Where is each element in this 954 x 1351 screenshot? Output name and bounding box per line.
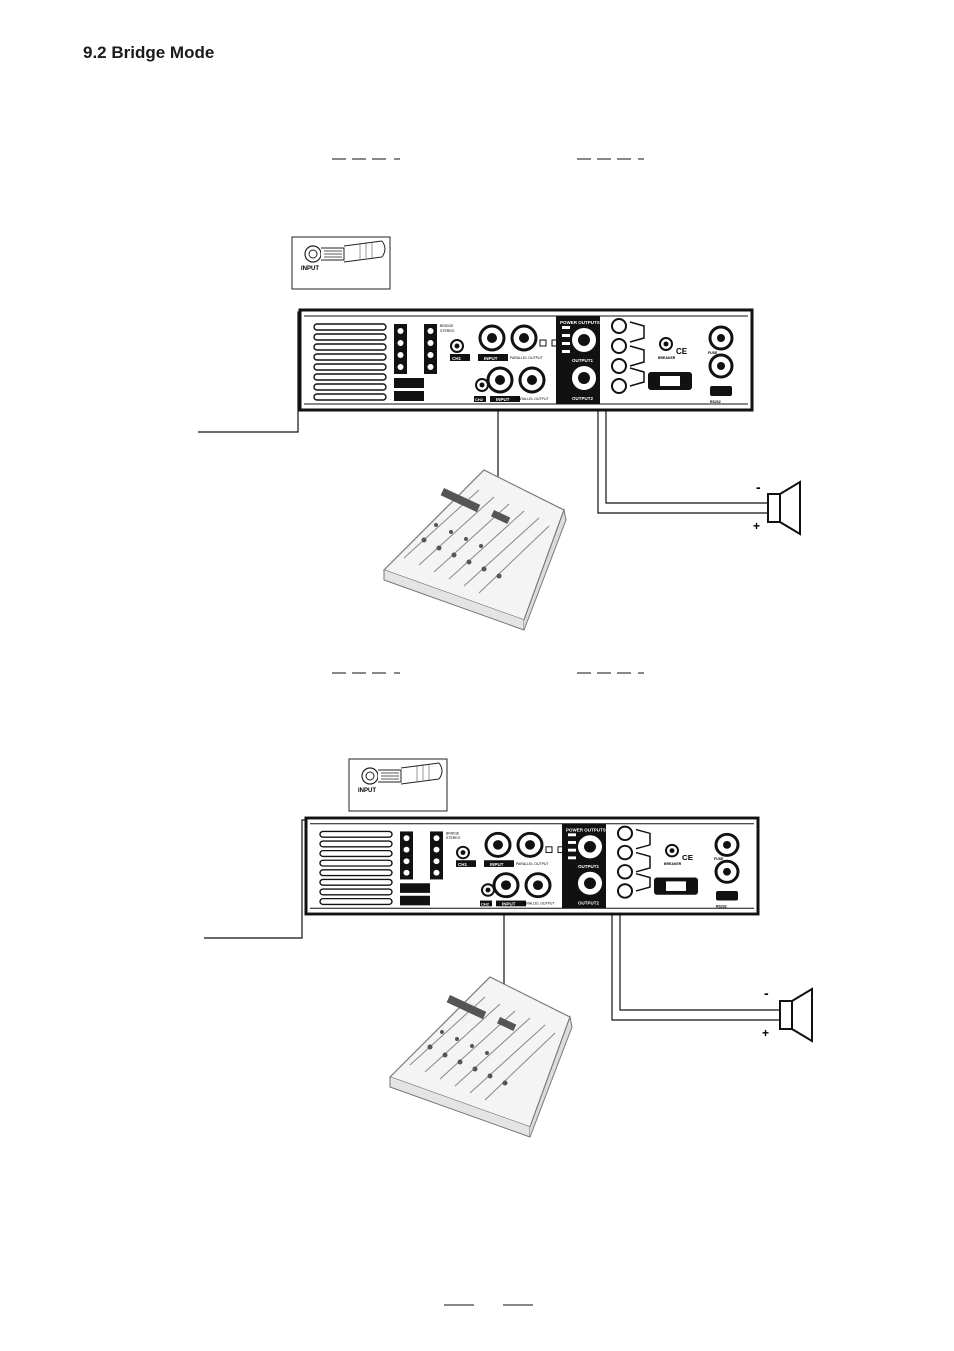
power-outputs-label-2: POWER OUTPUTS — [566, 828, 606, 833]
rs232-label: RS232 — [710, 400, 721, 404]
upper-diagram: INPUT POWER OUTPUTS OUTPUT1 OUTPUT2 INPU… — [198, 158, 801, 631]
inset-input-label-2: INPUT — [358, 788, 376, 794]
ce-mark: CE — [676, 347, 688, 356]
input-label-ch2-2: INPUT — [502, 901, 516, 906]
speaker-icon — [767, 481, 801, 535]
fuse-label: FUSE — [708, 351, 718, 355]
rs232-label-2: RS232 — [716, 904, 727, 908]
speaker-cable-d — [619, 902, 780, 1011]
ch2-label-2: CH2 — [481, 901, 490, 906]
input-label-ch1: INPUT — [484, 356, 498, 361]
mixer-console — [383, 469, 567, 631]
stereo-label: STEREO — [440, 329, 455, 333]
speaker-minus-label-2: - — [764, 985, 769, 1001]
bridge-label: BRIDGE — [440, 324, 454, 328]
fuse-label-2: FUSE — [714, 857, 724, 861]
power-outputs-label: POWER OUTPUTS — [560, 320, 600, 325]
ch2-label: CH2 — [475, 397, 484, 402]
parallel-output-label-2: PARALLEL OUTPUT — [516, 397, 550, 401]
parallel-output-label-3: PARALLEL OUTPUT — [516, 862, 550, 866]
breaker-label-2: BREAKER — [664, 862, 682, 866]
mixer-console-2 — [389, 976, 573, 1138]
output1-label: OUTPUT1 — [572, 358, 593, 363]
breaker-label: BREAKER — [658, 356, 676, 360]
speaker-cable-b — [605, 392, 770, 504]
amplifier-rear-panel-2: POWER OUTPUTS OUTPUT1 OUTPUT2 INPUT INPU… — [304, 816, 760, 916]
lower-diagram: INPUT POWER OUTPUTS OUTPUT1 OUTPUT2 INPU… — [204, 672, 813, 1138]
ch1-label-2: CH1 — [458, 862, 468, 867]
input-connector-inset: INPUT — [291, 236, 391, 290]
speaker-plus-label-2: + — [762, 1026, 769, 1040]
speaker-icon-2 — [779, 988, 813, 1042]
parallel-output-label-1: PARALLEL OUTPUT — [510, 356, 544, 360]
stereo-label-2: STEREO — [446, 836, 461, 840]
input-label-ch1-2: INPUT — [490, 862, 504, 867]
output2-label: OUTPUT2 — [572, 396, 593, 401]
speaker-cable-a — [597, 392, 770, 514]
speaker-plus-label: + — [753, 519, 760, 533]
ch1-label: CH1 — [452, 356, 461, 361]
output1-label-2: OUTPUT1 — [578, 864, 600, 869]
ce-mark-2: CE — [682, 853, 693, 862]
page-title: 9.2 Bridge Mode — [83, 43, 215, 62]
inset-input-label: INPUT — [301, 266, 319, 272]
output2-label-2: OUTPUT2 — [578, 900, 600, 905]
speaker-minus-label: - — [756, 479, 761, 495]
amplifier-rear-panel: POWER OUTPUTS OUTPUT1 OUTPUT2 INPUT INPU… — [298, 308, 754, 412]
speaker-cable-c — [611, 902, 780, 1021]
parallel-output-label-4: PARALLEL OUTPUT — [522, 901, 556, 905]
bridge-label-2: BRIDGE — [446, 831, 460, 835]
input-label-ch2: INPUT — [496, 397, 510, 402]
input-connector-inset-2: INPUT — [348, 758, 448, 812]
